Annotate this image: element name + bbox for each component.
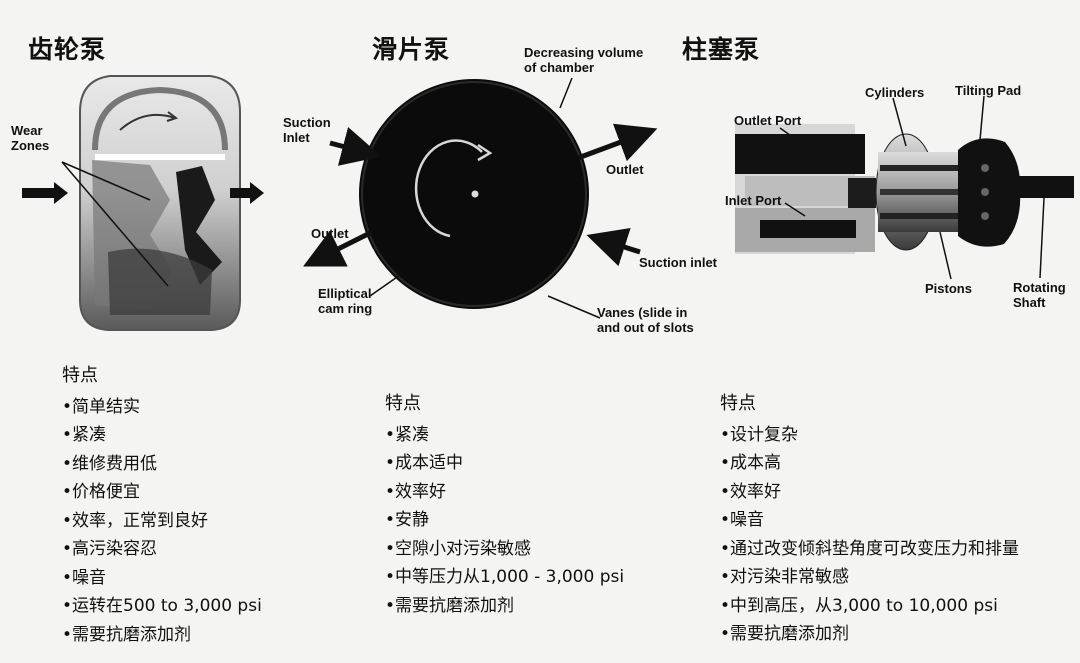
feature-item: •噪音 <box>62 567 107 588</box>
feature-item: •安静 <box>385 510 430 530</box>
feature-item: •中到高压，从3,000 to 10,000 psi <box>720 595 998 616</box>
label-outlet-left: Outlet <box>311 226 349 241</box>
label-decreasing-volume: Decreasing volume of chamber <box>524 45 644 75</box>
label-wear-zones: Wear Zones <box>11 123 50 153</box>
feature-item: •简单结实 <box>62 396 141 417</box>
label-vanes: Vanes (slide in and out of slots <box>597 305 694 335</box>
vane-pump-drawing <box>303 77 658 319</box>
feature-item: •维修费用低 <box>62 453 158 474</box>
feature-item: •需要抗磨添加剂 <box>720 624 850 644</box>
feature-item: •噪音 <box>720 510 765 530</box>
label-pistons: Pistons <box>925 281 972 296</box>
gear-pump-title: 齿轮泵 <box>28 35 107 64</box>
label-outlet-port: Outlet Port <box>734 113 802 128</box>
feature-item: •紧凑 <box>62 425 107 445</box>
vane-pump-features: 特点 •紧凑 •成本适中 •效率好 •安静 •空隙小对污染敏感 •中等压力从1,… <box>385 390 624 620</box>
label-inlet-port: Inlet Port <box>725 193 782 208</box>
feature-item: •效率好 <box>385 481 447 502</box>
feature-item: •需要抗磨添加剂 <box>385 595 515 616</box>
piston-pump-drawing <box>735 95 1074 280</box>
feature-item: •价格便宜 <box>62 482 141 502</box>
feature-item: •高污染容忍 <box>62 539 158 559</box>
label-tilting-pad: Tilting Pad <box>955 83 1022 98</box>
vane-pump-title: 滑片泵 <box>372 35 451 64</box>
feature-item: •需要抗磨添加剂 <box>62 624 192 645</box>
feature-item: •成本适中 <box>385 453 464 473</box>
feature-item: •效率，正常到良好 <box>62 510 209 531</box>
gear-pump-drawing <box>22 75 264 331</box>
label-elliptical-cam-ring: Elliptical cam ring <box>318 286 373 316</box>
label-suction-inlet-right: Suction inlet <box>639 255 717 270</box>
label-suction-inlet-left: Suction Inlet <box>283 115 331 145</box>
feature-item: •通过改变倾斜垫角度可改变压力和排量 <box>720 538 1020 559</box>
piston-pump-features: 特点 •设计复杂 •成本高 •效率好 •噪音 •通过改变倾斜垫角度可改变压力和排… <box>720 390 1019 649</box>
feature-item: •成本高 <box>720 453 782 473</box>
gear-pump-features: 特点 •简单结实 •紧凑 •维修费用低 •价格便宜 •效率，正常到良好 •高污染… <box>62 362 262 649</box>
features-heading: 特点 <box>385 393 421 414</box>
feature-item: •紧凑 <box>385 424 430 445</box>
label-outlet-right: Outlet <box>606 162 644 177</box>
feature-item: •设计复杂 <box>720 424 799 445</box>
piston-pump-title: 柱塞泵 <box>682 35 761 64</box>
features-heading: 特点 <box>720 393 756 414</box>
feature-item: •中等压力从1,000 - 3,000 psi <box>385 567 625 587</box>
label-cylinders: Cylinders <box>865 85 925 100</box>
label-rotating-shaft: Rotating Shaft <box>1013 280 1066 310</box>
feature-item: •空隙小对污染敏感 <box>385 538 532 559</box>
features-heading: 特点 <box>62 365 98 386</box>
feature-item: •对污染非常敏感 <box>720 567 850 587</box>
feature-item: •效率好 <box>720 481 782 502</box>
feature-item: •运转在500 to 3,000 psi <box>62 596 262 616</box>
